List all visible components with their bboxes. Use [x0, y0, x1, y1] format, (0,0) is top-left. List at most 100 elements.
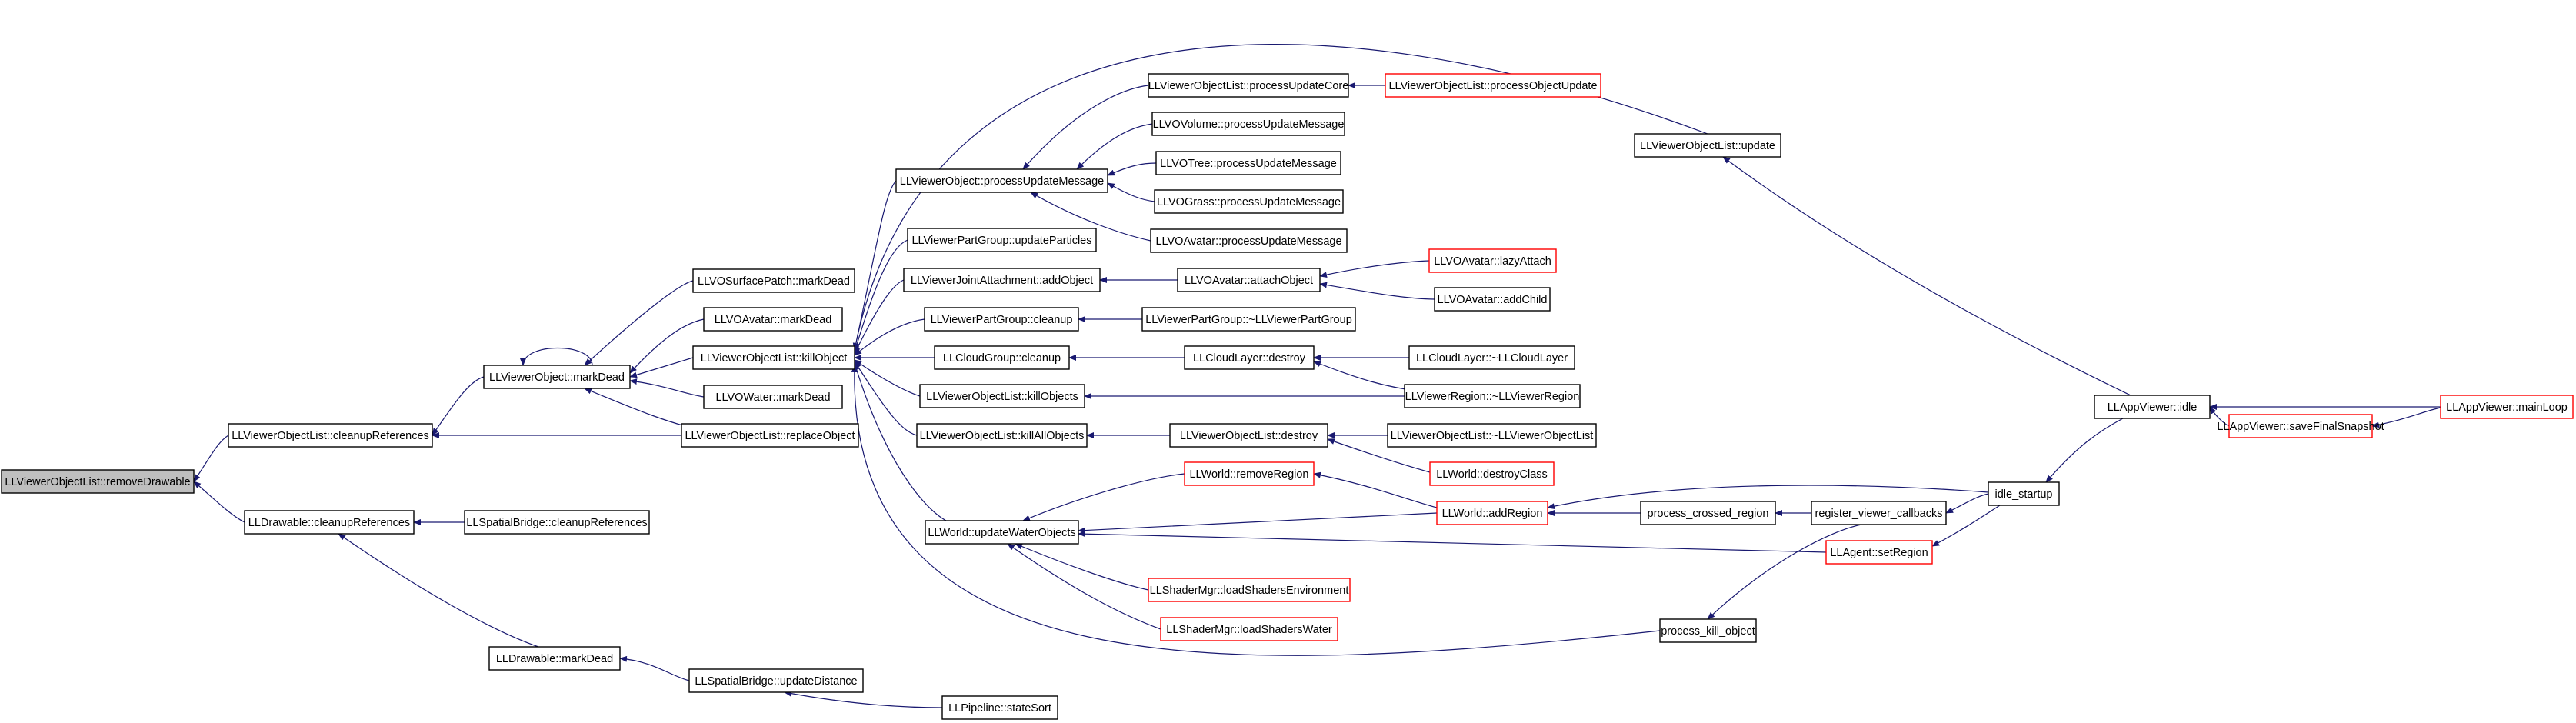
node-box [1436, 501, 1548, 525]
graph-node-n45[interactable]: register_viewer_callbacks [1811, 501, 1947, 525]
graph-node-n34[interactable]: LLVOAvatar::lazyAttach [1428, 248, 1557, 273]
node-box [903, 268, 1101, 292]
graph-node-n39[interactable]: LLWorld::destroyClass [1429, 461, 1555, 486]
edge-n0-n2 [193, 481, 245, 523]
graph-node-n11[interactable]: LLSpatialBridge::updateDistance [688, 668, 864, 693]
graph-node-n24[interactable]: LLVOGrass::processUpdateMessage [1154, 189, 1344, 214]
node-box [1184, 345, 1315, 370]
node-label: LLShaderMgr::loadShadersWater [1166, 624, 1332, 636]
node-box [488, 646, 621, 671]
graph-node-n40[interactable]: LLWorld::addRegion [1436, 501, 1548, 525]
graph-node-n19[interactable]: LLViewerObjectList::killAllObjects [916, 423, 1088, 448]
node-box [1169, 423, 1328, 448]
node-label: LLDrawable::markDead [496, 653, 613, 665]
node-box [228, 423, 433, 448]
edge-n9-n16 [854, 318, 925, 356]
edge-n20-n31 [1015, 543, 1149, 591]
graph-node-n48[interactable]: LLAppViewer::saveFinalSnapshot [2217, 414, 2384, 438]
node-label: LLViewerObjectList::replaceObject [685, 430, 855, 442]
graph-node-n38[interactable]: LLViewerObjectList::~LLViewerObjectList [1387, 423, 1597, 448]
graph-node-n20[interactable]: LLWorld::updateWaterObjects [925, 520, 1079, 545]
graph-node-n33[interactable]: LLViewerObjectList::processObjectUpdate [1385, 73, 1601, 98]
graph-node-n22[interactable]: LLVOVolume::processUpdateMessage [1151, 112, 1345, 136]
graph-node-n30[interactable]: LLWorld::removeRegion [1184, 461, 1315, 486]
node-label: LLVOGrass::processUpdateMessage [1157, 196, 1341, 208]
graph-node-n28[interactable]: LLCloudLayer::destroy [1184, 345, 1315, 370]
graph-node-n9[interactable]: LLViewerObjectList::killObject [692, 345, 855, 370]
node-label: LLViewerObjectList::destroy [1180, 430, 1318, 442]
graph-node-n27[interactable]: LLViewerPartGroup::~LLViewerPartGroup [1141, 307, 1356, 332]
node-box [1154, 189, 1344, 214]
node-box [919, 384, 1085, 408]
edge-n9-n14 [853, 239, 908, 353]
graph-node-n21[interactable]: LLViewerObjectList::processUpdateCore [1148, 73, 1349, 98]
node-label: LLViewerJointAttachment::addObject [911, 275, 1093, 287]
graph-node-n2[interactable]: LLDrawable::cleanupReferences [244, 510, 415, 535]
graph-node-n31[interactable]: LLShaderMgr::loadShadersEnvironment [1148, 578, 1351, 602]
node-label: LLViewerObjectList::processObjectUpdate [1388, 80, 1597, 92]
edge-n11-n12 [784, 690, 943, 708]
node-box [1634, 133, 1781, 158]
edge-n48-n49 [2371, 407, 2441, 428]
graph-node-n23[interactable]: LLVOTree::processUpdateMessage [1155, 151, 1341, 175]
graph-node-n16[interactable]: LLViewerPartGroup::cleanup [924, 307, 1079, 332]
graph-node-n4[interactable]: LLViewerObjectList::replaceObject [681, 423, 859, 448]
node-label: LLVOAvatar::lazyAttach [1434, 255, 1551, 268]
graph-node-n14[interactable]: LLViewerPartGroup::updateParticles [907, 228, 1097, 252]
graph-node-n47[interactable]: LLAppViewer::idle [2094, 395, 2211, 419]
graph-node-n18[interactable]: LLViewerObjectList::killObjects [919, 384, 1085, 408]
edge-n13-n21 [1022, 85, 1149, 170]
graph-node-n32[interactable]: LLShaderMgr::loadShadersWater [1160, 617, 1338, 641]
node-label: idle_startup [1995, 488, 2053, 501]
node-box [1408, 345, 1575, 370]
node-label: LLVOAvatar::markDead [715, 314, 832, 326]
node-box [1177, 268, 1321, 292]
node-label: LLViewerObjectList::killAllObjects [920, 430, 1085, 442]
node-label: LLVOWater::markDead [715, 391, 830, 404]
graph-node-n44[interactable]: process_kill_object [1659, 618, 1757, 643]
graph-node-n0: LLViewerObjectList::removeDrawable [1, 469, 195, 494]
node-label: LLViewerObjectList::removeDrawable [5, 476, 190, 488]
graph-node-n42[interactable]: process_crossed_region [1640, 501, 1776, 525]
node-box [1160, 617, 1338, 641]
graph-node-n29[interactable]: LLViewerObjectList::destroy [1169, 423, 1328, 448]
graph-node-n5[interactable]: LLSpatialBridge::cleanupReferences [464, 510, 650, 535]
node-label: LLCloudLayer::destroy [1193, 352, 1306, 365]
edge-n0-n1 [193, 435, 229, 482]
graph-node-n35[interactable]: LLVOAvatar::addChild [1434, 287, 1551, 312]
graph-node-n7[interactable]: LLVOSurfacePatch::markDead [692, 268, 855, 293]
node-box [1150, 228, 1348, 253]
node-label: LLWorld::updateWaterObjects [928, 527, 1075, 539]
node-label: LLViewerObject::processUpdateMessage [900, 175, 1104, 188]
node-box [703, 307, 843, 332]
graph-node-n46[interactable]: idle_startup [1988, 481, 2060, 506]
graph-node-n49[interactable]: LLAppViewer::mainLoop [2440, 395, 2574, 419]
graph-node-n25[interactable]: LLVOAvatar::processUpdateMessage [1150, 228, 1348, 253]
node-label: LLDrawable::cleanupReferences [248, 517, 410, 529]
edge-n20-n32 [1007, 543, 1161, 630]
graph-node-n26[interactable]: LLVOAvatar::attachObject [1177, 268, 1321, 292]
graph-node-n13[interactable]: LLViewerObject::processUpdateMessage [895, 168, 1108, 193]
graph-node-n10[interactable]: LLVOWater::markDead [703, 385, 843, 409]
node-label: LLAppViewer::mainLoop [2446, 401, 2568, 414]
graph-node-n8[interactable]: LLVOAvatar::markDead [703, 307, 843, 332]
graph-node-n12[interactable]: LLPipeline::stateSort [941, 695, 1058, 720]
node-box [934, 345, 1070, 370]
node-box [1184, 461, 1315, 486]
graph-node-n1[interactable]: LLViewerObjectList::cleanupReferences [228, 423, 433, 448]
graph-node-n41[interactable]: LLViewerObjectList::update [1634, 133, 1781, 158]
graph-node-n43[interactable]: LLAgent::setRegion [1825, 540, 1933, 565]
node-box [1387, 423, 1597, 448]
node-label: LLViewerObjectList::killObject [701, 352, 847, 365]
node-label: LLPipeline::stateSort [948, 702, 1051, 715]
graph-node-n37[interactable]: LLViewerRegion::~LLViewerRegion [1404, 384, 1581, 408]
graph-node-n3[interactable]: LLViewerObject::markDead [483, 365, 631, 389]
graph-node-n17[interactable]: LLCloudGroup::cleanup [934, 345, 1070, 370]
graph-node-n6[interactable]: LLDrawable::markDead [488, 646, 621, 671]
node-label: LLAgent::setRegion [1830, 547, 1928, 559]
node-box [703, 385, 843, 409]
graph-node-n15[interactable]: LLViewerJointAttachment::addObject [903, 268, 1101, 292]
node-box [1148, 578, 1351, 602]
graph-node-n36[interactable]: LLCloudLayer::~LLCloudLayer [1408, 345, 1575, 370]
